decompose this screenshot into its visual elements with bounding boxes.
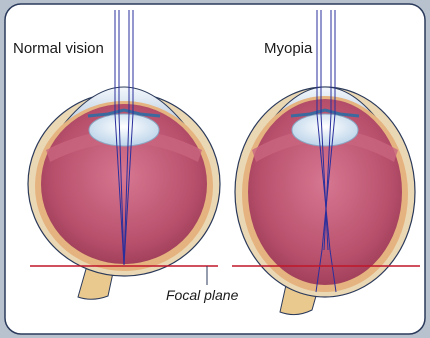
focal-plane-label: Focal plane [166,287,238,303]
lens-left [89,114,159,146]
normal-vision-label: Normal vision [13,40,104,57]
myopia-label: Myopia [264,40,312,57]
lens-right [292,114,358,146]
